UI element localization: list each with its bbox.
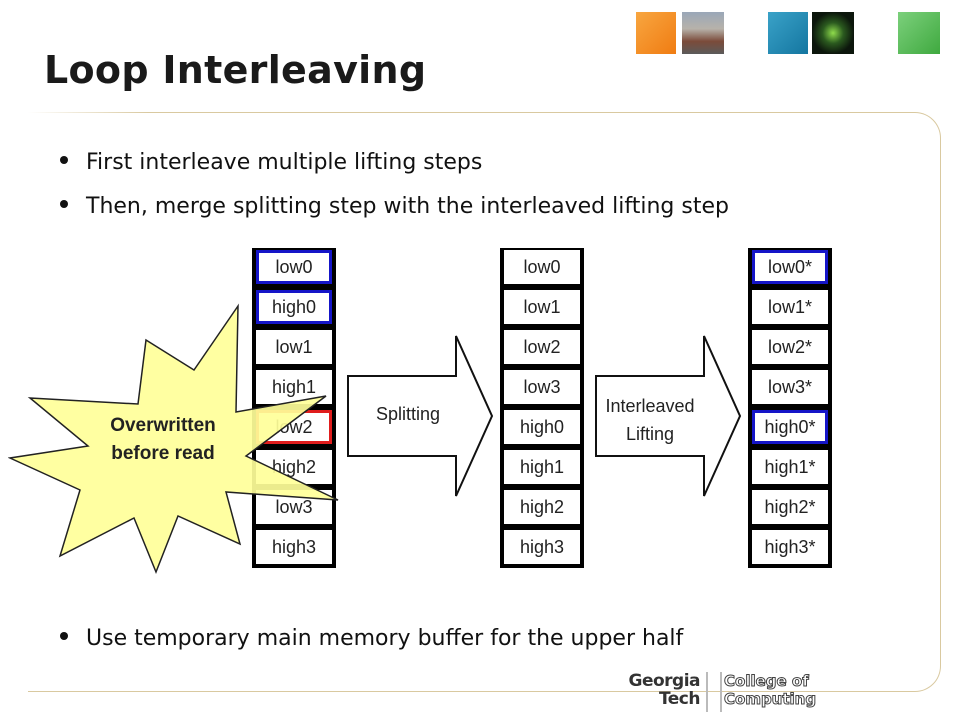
header-image-network-graphic xyxy=(812,12,854,54)
splitting-label: Splitting xyxy=(375,404,441,424)
cell-middle-6: high2 xyxy=(504,490,580,524)
bullet-dot-icon xyxy=(60,156,68,164)
content-frame xyxy=(28,112,941,692)
cell-middle-7: high3 xyxy=(504,530,580,564)
logo-georgia: Georgia xyxy=(628,671,700,691)
cell-right-3: low3* xyxy=(752,370,828,404)
callout-line2: before read xyxy=(111,443,215,464)
splitting-arrow xyxy=(347,335,494,497)
header-image-green xyxy=(898,12,940,54)
callout-line1: Overwritten xyxy=(110,415,216,436)
header-image-campus-photo xyxy=(682,12,724,54)
interleaved-label-line2: Lifting xyxy=(625,424,675,444)
cell-left-0: low0 xyxy=(256,250,332,284)
cell-left-3: high1 xyxy=(256,370,332,404)
cell-middle-5: high1 xyxy=(504,450,580,484)
cell-right-1: low1* xyxy=(752,290,828,324)
cell-middle-3: low3 xyxy=(504,370,580,404)
logo-computing: Computing xyxy=(724,690,817,709)
cell-middle-1: low1 xyxy=(504,290,580,324)
bullet-2-text: Then, merge splitting step with the inte… xyxy=(86,194,729,219)
overwritten-callout-starburst xyxy=(8,303,339,575)
memory-column-interleaved: low0* low1* low2* low3* high0* high1* hi… xyxy=(748,248,832,568)
bullet-1: First interleave multiple lifting steps xyxy=(60,150,482,175)
bullet-2: Then, merge splitting step with the inte… xyxy=(60,194,729,219)
interleaved-lifting-label: Interleaved Lifting xyxy=(590,392,710,448)
slide-title: Loop Interleaving xyxy=(44,48,427,92)
bullet-3: Use temporary main memory buffer for the… xyxy=(60,626,683,651)
logo-divider xyxy=(706,672,722,712)
interleaved-label-line1: Interleaved xyxy=(605,396,695,416)
header-image-orange xyxy=(636,12,676,54)
cell-middle-4: high0 xyxy=(504,410,580,444)
cell-middle-2: low2 xyxy=(504,330,580,364)
cell-right-5: high1* xyxy=(752,450,828,484)
interleaved-lifting-arrow xyxy=(595,335,742,497)
logo-college-of: College of xyxy=(724,672,810,691)
cell-right-2: low2* xyxy=(752,330,828,364)
bullet-dot-icon xyxy=(60,200,68,208)
cell-left-7: high3 xyxy=(256,530,332,564)
cell-left-2: low1 xyxy=(256,330,332,364)
cell-right-6: high2* xyxy=(752,490,828,524)
header-image-blue xyxy=(768,12,808,54)
bullet-3-text: Use temporary main memory buffer for the… xyxy=(86,626,684,651)
cell-right-0: low0* xyxy=(752,250,828,284)
cell-middle-0: low0 xyxy=(504,250,580,284)
cell-left-1: high0 xyxy=(256,290,332,324)
cell-right-4: high0* xyxy=(752,410,828,444)
memory-column-split: low0 low1 low2 low3 high0 high1 high2 hi… xyxy=(500,248,584,568)
bullet-dot-icon xyxy=(60,632,68,640)
logo-tech: Tech xyxy=(658,689,701,709)
bullet-1-text: First interleave multiple lifting steps xyxy=(86,150,483,175)
overwritten-callout-text: Overwritten before read xyxy=(78,412,248,468)
cell-right-7: high3* xyxy=(752,530,828,564)
